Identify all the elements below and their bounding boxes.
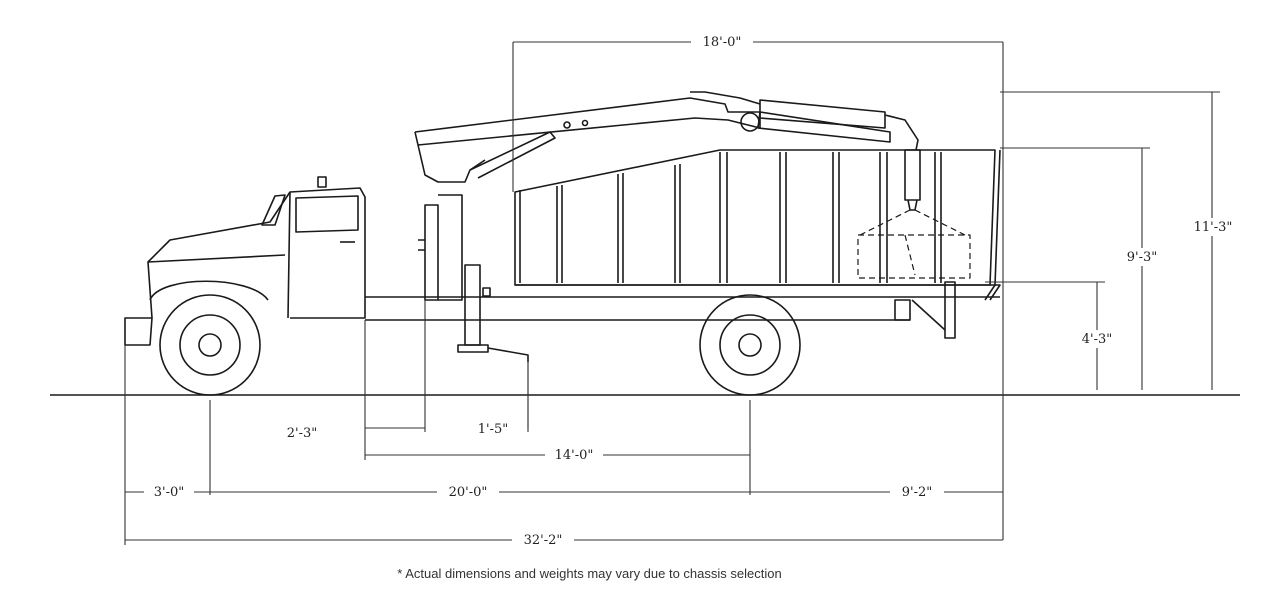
dim-cab-to-crane: 2'-3" [287, 426, 318, 441]
disclaimer-footnote: * Actual dimensions and weights may vary… [397, 566, 782, 581]
truck-cab [124, 176, 366, 346]
front-wheel [159, 294, 261, 396]
rear-wheel [699, 294, 801, 396]
crane-mast [418, 194, 529, 362]
dim-outrigger-offset: 1'-5" [478, 422, 509, 437]
chassis-frame [365, 281, 1001, 339]
suspended-load [857, 209, 971, 279]
dim-rear-overhang: 9'-2" [902, 485, 933, 500]
dim-cab-to-axle: 14'-0" [555, 448, 594, 463]
dim-body-length: 18'-0" [703, 35, 742, 50]
dim-front-overhang: 3'-0" [154, 485, 185, 500]
dim-body-height: 9'-3" [1127, 250, 1158, 265]
crane-boom [414, 91, 921, 211]
dim-overall-length: 32'-2" [524, 533, 563, 548]
dim-wheelbase: 20'-0" [449, 485, 488, 500]
dim-frame-height: 4'-3" [1082, 332, 1113, 347]
dump-body [514, 149, 1001, 301]
dim-overall-height: 11'-3" [1194, 220, 1233, 235]
